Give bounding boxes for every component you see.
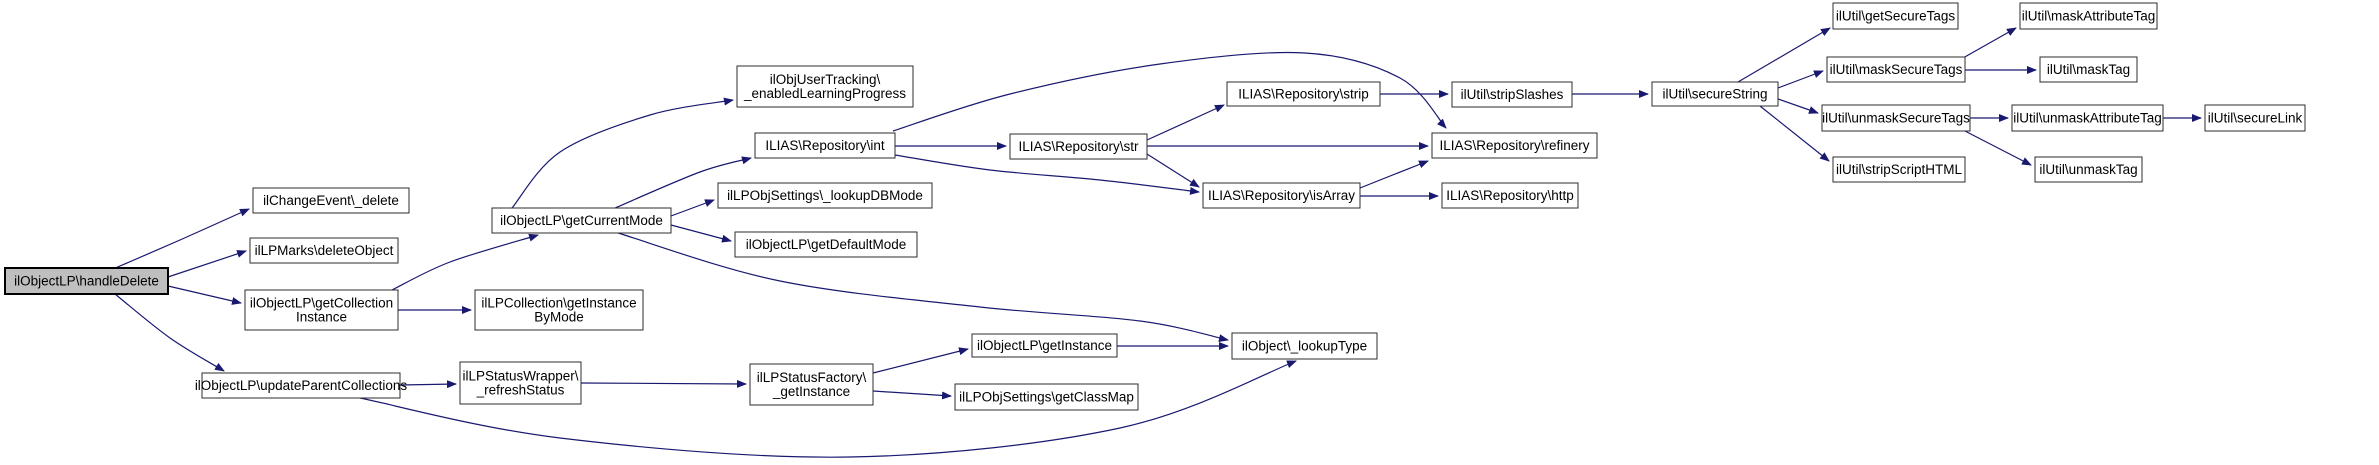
node-label: ilUtil\secureLink: [2208, 111, 2303, 126]
node-strip-script-html[interactable]: ilUtil\stripScriptHTML: [1832, 156, 1966, 183]
node-label: ilObjectLP\getDefaultMode: [746, 237, 907, 252]
node-factory-get-instance[interactable]: ilLPStatusFactory\_getInstance: [749, 363, 874, 406]
edge-repo-int-to-repo-is-array: [894, 154, 1200, 195]
node-label: ilObjectLP\handleDelete: [14, 274, 159, 289]
node-label: ilLPStatusFactory\_getInstance: [757, 370, 867, 399]
node-lookup-type[interactable]: ilObject\_lookupType: [1231, 332, 1378, 360]
node-label: ilUtil\unmaskSecureTags: [1822, 111, 1970, 126]
node-repo-strip[interactable]: ILIAS\Repository\strip: [1226, 81, 1381, 107]
node-label: ilUtil\maskAttributeTag: [2022, 9, 2156, 24]
edge-secure-string-to-get-secure-tags: [1737, 27, 1831, 83]
node-label: ILIAS\Repository\int: [765, 138, 885, 153]
node-strip-slashes[interactable]: ilUtil\stripSlashes: [1451, 81, 1573, 108]
node-label: ilLPObjSettings\_lookupDBMode: [727, 188, 923, 203]
edge-mask-secure-tags-to-mask-attribute-tag: [1962, 27, 2017, 59]
node-update-parent-collections[interactable]: ilObjectLP\updateParentCollections: [195, 372, 408, 399]
node-repo-str[interactable]: ILIAS\Repository\str: [1009, 133, 1148, 160]
edge-get-current-mode-to-lookup-type: [617, 232, 1229, 343]
edge-handle-delete-to-lpmarks-delete-object: [167, 250, 247, 278]
edge-secure-string-to-unmask-secure-tags: [1777, 98, 1819, 114]
node-label: ilObjectLP\getInstance: [977, 338, 1112, 353]
node-secure-string[interactable]: ilUtil\secureString: [1651, 81, 1779, 107]
node-label: ilLPMarks\deleteObject: [255, 243, 394, 258]
node-get-secure-tags[interactable]: ilUtil\getSecureTags: [1832, 2, 1959, 30]
node-label: ILIAS\Repository\str: [1018, 139, 1139, 154]
node-mask-tag[interactable]: ilUtil\maskTag: [2039, 56, 2138, 83]
node-label: ilUtil\getSecureTags: [1836, 9, 1956, 24]
edge-factory-get-instance-to-objectlp-get-instance: [872, 347, 969, 374]
node-label: ilUtil\stripSlashes: [1461, 87, 1564, 102]
node-label: ilObject\_lookupType: [1242, 339, 1367, 354]
node-get-class-map[interactable]: ilLPObjSettings\getClassMap: [954, 383, 1139, 411]
edge-handle-delete-to-change-event-delete: [112, 208, 250, 270]
edge-get-collection-instance-to-get-current-mode: [391, 233, 539, 291]
node-label: ilUtil\unmaskAttributeTag: [2013, 111, 2162, 126]
node-change-event-delete[interactable]: ilChangeEvent\_delete: [252, 187, 410, 214]
node-secure-link[interactable]: ilUtil\secureLink: [2204, 104, 2306, 132]
node-label: ilLPObjSettings\getClassMap: [959, 390, 1134, 405]
node-refresh-status[interactable]: ilLPStatusWrapper\_refreshStatus: [459, 361, 582, 405]
edge-update-parent-collections-to-lookup-type: [359, 360, 1297, 458]
edge-repo-int-to-repo-refinery: [892, 51, 1447, 132]
node-label: ILIAS\Repository\isArray: [1208, 188, 1355, 203]
node-label: ilUtil\maskTag: [2047, 62, 2130, 77]
edge-repo-is-array-to-repo-refinery: [1359, 160, 1429, 189]
node-repo-is-array[interactable]: ILIAS\Repository\isArray: [1202, 182, 1361, 209]
node-label: ilLPStatusWrapper\_refreshStatus: [462, 369, 578, 398]
node-lookup-db-mode[interactable]: ilLPObjSettings\_lookupDBMode: [717, 182, 933, 209]
node-label: ILIAS\Repository\http: [1446, 188, 1574, 203]
edge-factory-get-instance-to-get-class-map: [872, 390, 952, 400]
node-get-default-mode[interactable]: ilObjectLP\getDefaultMode: [734, 231, 918, 258]
node-enabled-learning-progress[interactable]: ilObjUserTracking\_enabledLearningProgre…: [736, 65, 914, 108]
node-mask-attribute-tag[interactable]: ilUtil\maskAttributeTag: [2019, 2, 2158, 30]
node-label: ILIAS\Repository\refinery: [1439, 138, 1589, 153]
node-label: ilObjectLP\getCurrentMode: [500, 213, 663, 228]
node-label: ilUtil\unmaskTag: [2039, 162, 2137, 177]
node-label: ilObjUserTracking\_enabledLearningProgre…: [743, 72, 906, 101]
edge-repo-str-to-repo-strip: [1146, 104, 1225, 141]
edge-update-parent-collections-to-refresh-status: [399, 380, 457, 389]
node-label: ilUtil\secureString: [1662, 87, 1767, 102]
node-label: ilUtil\stripScriptHTML: [1836, 162, 1963, 177]
edge-unmask-secure-tags-to-unmask-tag: [1962, 129, 2032, 166]
node-unmask-tag[interactable]: ilUtil\unmaskTag: [2034, 156, 2143, 183]
node-repo-refinery[interactable]: ILIAS\Repository\refinery: [1431, 132, 1598, 159]
node-unmask-attribute-tag[interactable]: ilUtil\unmaskAttributeTag: [2011, 104, 2164, 132]
node-label: ilChangeEvent\_delete: [263, 193, 399, 208]
node-repo-int[interactable]: ILIAS\Repository\int: [754, 132, 896, 159]
edge-refresh-status-to-factory-get-instance: [580, 379, 747, 388]
edge-secure-string-to-mask-secure-tags: [1777, 70, 1824, 89]
node-mask-secure-tags[interactable]: ilUtil\maskSecureTags: [1826, 56, 1966, 83]
edge-get-current-mode-to-lookup-db-mode: [670, 199, 715, 217]
edge-get-current-mode-to-get-default-mode: [670, 224, 732, 243]
node-objectlp-get-instance[interactable]: ilObjectLP\getInstance: [971, 333, 1118, 358]
node-lpmarks-delete-object[interactable]: ilLPMarks\deleteObject: [249, 237, 399, 264]
node-repo-http[interactable]: ILIAS\Repository\http: [1441, 182, 1579, 209]
edge-get-current-mode-to-enabled-learning-progress: [511, 97, 734, 209]
node-handle-delete[interactable]: ilObjectLP\handleDelete: [4, 267, 169, 295]
edge-secure-string-to-strip-script-html: [1759, 105, 1830, 162]
edge-get-current-mode-to-repo-int: [614, 156, 752, 209]
edge-repo-str-to-repo-is-array: [1146, 153, 1200, 188]
node-label: ILIAS\Repository\strip: [1238, 87, 1369, 102]
node-label: ilObjectLP\updateParentCollections: [195, 378, 408, 393]
node-label: ilUtil\maskSecureTags: [1830, 62, 1963, 77]
node-unmask-secure-tags[interactable]: ilUtil\unmaskSecureTags: [1821, 104, 1971, 132]
edge-handle-delete-to-update-parent-collections: [114, 293, 225, 372]
node-get-current-mode[interactable]: ilObjectLP\getCurrentMode: [491, 207, 672, 234]
edge-handle-delete-to-get-collection-instance: [167, 285, 242, 305]
